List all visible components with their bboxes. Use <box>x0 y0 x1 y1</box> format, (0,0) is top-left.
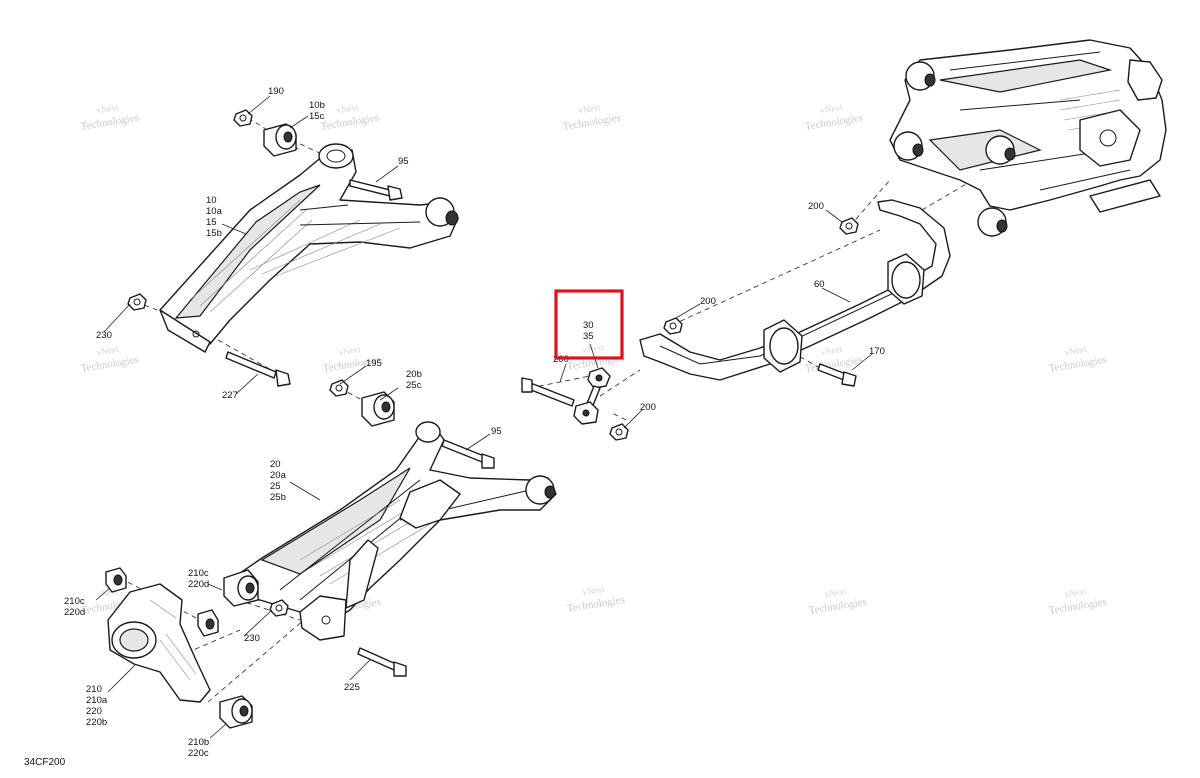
sway-bar-link <box>521 367 629 441</box>
svg-text:Technologies: Technologies <box>1048 354 1108 375</box>
lower-a-arm <box>223 379 557 677</box>
svg-text:Technologies: Technologies <box>562 112 622 133</box>
callout-227: 227 <box>222 390 238 401</box>
knuckle <box>105 567 253 729</box>
callout-95-lower: 95 <box>491 426 502 437</box>
svg-text:vNext: vNext <box>824 586 848 599</box>
callout-200-bar: 200 <box>700 296 716 307</box>
svg-text:vNext: vNext <box>582 584 606 597</box>
watermark: vNext Technologies <box>320 102 380 133</box>
watermark: vNext Technologies <box>562 102 622 133</box>
callout-210a: 210a <box>86 695 108 706</box>
callout-220b: 220b <box>86 717 107 728</box>
svg-text:Technologies: Technologies <box>80 354 140 375</box>
callout-230-upper: 230 <box>96 330 112 341</box>
callout-190: 190 <box>268 86 284 97</box>
callout-210: 210 <box>86 684 102 695</box>
callout-60: 60 <box>814 279 825 290</box>
svg-text:Technologies: Technologies <box>808 596 868 617</box>
callout-210c-left: 210c <box>64 596 85 607</box>
callout-15b: 15b <box>206 228 222 239</box>
watermark: vNext Technologies <box>80 102 140 133</box>
callout-25c: 25c <box>406 380 422 391</box>
assembly-lines <box>119 117 991 703</box>
callout-20b: 20b <box>406 369 422 380</box>
callout-210c-right: 210c <box>188 568 209 579</box>
svg-text:Technologies: Technologies <box>804 112 864 133</box>
svg-text:Technologies: Technologies <box>566 594 626 615</box>
leader-lines <box>95 95 873 739</box>
svg-text:vNext: vNext <box>338 344 362 357</box>
callout-170: 170 <box>869 346 885 357</box>
callout-230-lower: 230 <box>244 633 260 644</box>
callout-25: 25 <box>270 481 281 492</box>
svg-text:Technologies: Technologies <box>80 112 140 133</box>
callout-225: 225 <box>344 682 360 693</box>
watermark: vNext Technologies <box>566 584 626 615</box>
callout-220d-right: 220d <box>188 579 209 590</box>
watermark: vNext Technologies <box>566 342 626 373</box>
callout-210b: 210b <box>188 737 209 748</box>
callout-10a: 10a <box>206 206 223 217</box>
svg-text:vNext: vNext <box>578 102 602 115</box>
watermark: vNext Technologies <box>80 344 140 375</box>
watermark: vNext Technologies <box>808 586 868 617</box>
svg-text:vNext: vNext <box>96 344 120 357</box>
callout-200-nut: 200 <box>640 402 656 413</box>
svg-text:vNext: vNext <box>820 344 844 357</box>
callout-10: 10 <box>206 195 217 206</box>
svg-text:vNext: vNext <box>336 102 360 115</box>
callout-35: 35 <box>583 331 594 342</box>
watermark: vNext Technologies <box>1048 344 1108 375</box>
callout-20: 20 <box>270 459 281 470</box>
callout-25b: 25b <box>270 492 286 503</box>
sway-bar <box>639 199 951 387</box>
frame-assembly <box>889 39 1167 237</box>
watermark: vNext Technologies <box>1048 586 1108 617</box>
svg-text:vNext: vNext <box>1064 586 1088 599</box>
svg-text:vNext: vNext <box>1064 344 1088 357</box>
callout-95-upper: 95 <box>398 156 409 167</box>
upper-a-arm <box>127 109 459 387</box>
callout-10b: 10b <box>309 100 325 111</box>
callout-20a: 20a <box>270 470 287 481</box>
svg-text:vNext: vNext <box>582 342 606 355</box>
watermark: vNext Technologies <box>804 102 864 133</box>
callout-200-frame: 200 <box>808 201 824 212</box>
svg-text:Technologies: Technologies <box>1048 596 1108 617</box>
callout-220c: 220c <box>188 748 209 759</box>
callout-30: 30 <box>583 320 594 331</box>
highlight-box <box>554 289 624 360</box>
diagram-code: 34CF200 <box>24 757 66 768</box>
svg-text:Technologies: Technologies <box>320 112 380 133</box>
callout-220: 220 <box>86 706 102 717</box>
callout-15c: 15c <box>309 111 325 122</box>
callout-15: 15 <box>206 217 217 228</box>
callout-195: 195 <box>366 358 382 369</box>
svg-text:vNext: vNext <box>96 102 120 115</box>
callout-labels: 190 10b 15c 95 10 10a 15 15b 230 227 195… <box>64 86 885 759</box>
callout-220d-left: 220d <box>64 607 85 618</box>
svg-text:vNext: vNext <box>820 102 844 115</box>
